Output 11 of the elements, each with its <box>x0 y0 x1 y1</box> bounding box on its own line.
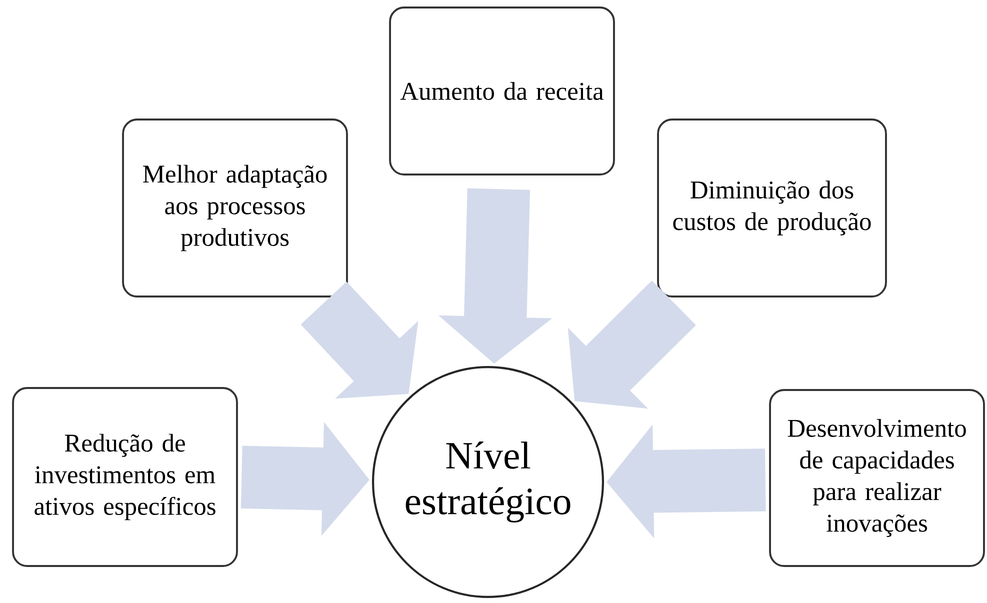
text-box: Diminuição dos custos de produção <box>657 118 887 298</box>
block-arrow <box>568 280 696 409</box>
text-box: Desenvolvimento de capacidades para realizar inovações <box>769 389 985 567</box>
text-box: Redução de investimentos em ativos específicos <box>12 387 238 567</box>
circle-node: Nível estratégico <box>372 366 604 598</box>
text-box: Melhor adaptação aos processos produtivos <box>122 118 348 298</box>
block-arrow <box>240 422 370 536</box>
block-arrow <box>606 424 766 538</box>
block-arrow <box>438 188 552 364</box>
block-arrow <box>300 282 418 399</box>
text-box: Aumento da receita <box>389 6 615 176</box>
